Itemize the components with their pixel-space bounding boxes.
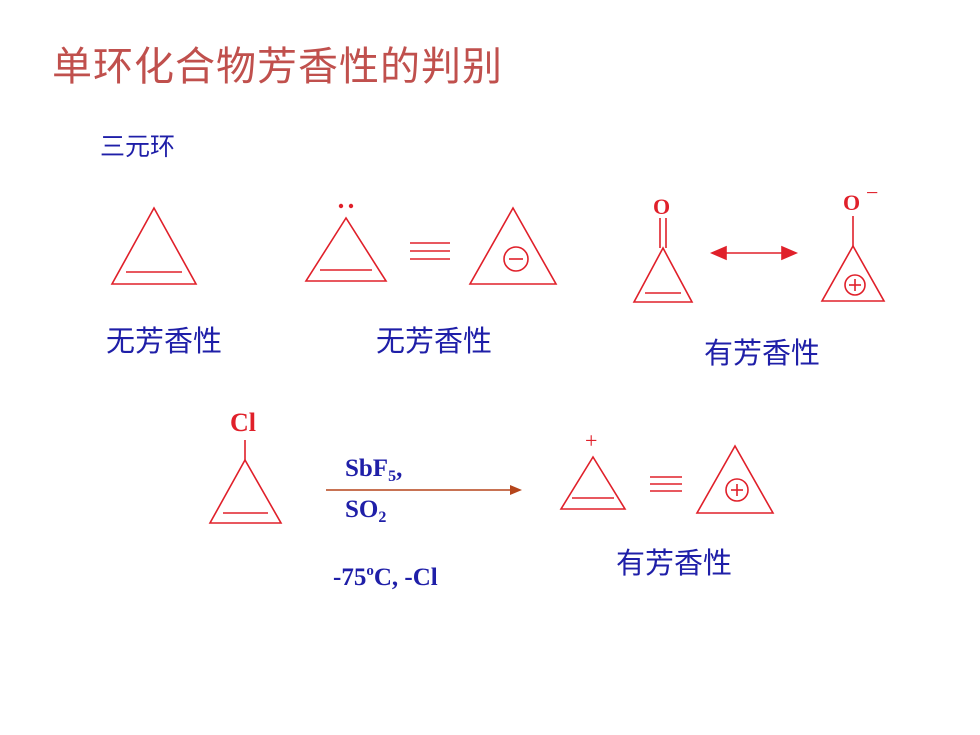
section-subtitle: 三元环: [100, 132, 176, 161]
aromatic-cation-structure: [695, 444, 775, 514]
equivalence-symbol-2: [650, 476, 682, 492]
oxide-oxygen-label: O: [843, 190, 861, 215]
resonance-arrow: [709, 245, 799, 261]
oxygen-atom-label: O: [653, 194, 671, 219]
aromatic-anion-structure: [468, 206, 558, 285]
cyclopropenone-structure: [632, 218, 694, 303]
cyclopropenyl-anion-structure: [304, 216, 388, 282]
label-cyclopropenyl-anion: 无芳香性: [376, 324, 493, 358]
reaction-arrow: [326, 485, 522, 495]
oxide-cation-structure: [820, 216, 886, 302]
label-cyclopropenyl-cation: 有芳香性: [616, 546, 733, 580]
label-cyclopropenone: 有芳香性: [704, 336, 821, 370]
cyclopropenyl-cation-structure: [559, 455, 627, 510]
page-title: 单环化合物芳香性的判别: [52, 44, 503, 90]
label-cyclopropene: 无芳香性: [106, 324, 223, 358]
negative-charge-sign: −: [866, 180, 879, 205]
reagent-sbf5: SbF5,: [345, 455, 403, 485]
positive-charge-sign: +: [585, 428, 598, 453]
equivalence-symbol-1: [410, 242, 450, 260]
chlorocyclopropene-structure: [208, 440, 283, 524]
chlorine-atom-label: Cl: [230, 408, 256, 437]
cyclopropene-structure: [110, 206, 198, 285]
reaction-condition: -75oC, -Cl: [333, 563, 438, 591]
lone-pair-dots: [338, 203, 354, 209]
reagent-so2: SO2: [345, 496, 387, 526]
